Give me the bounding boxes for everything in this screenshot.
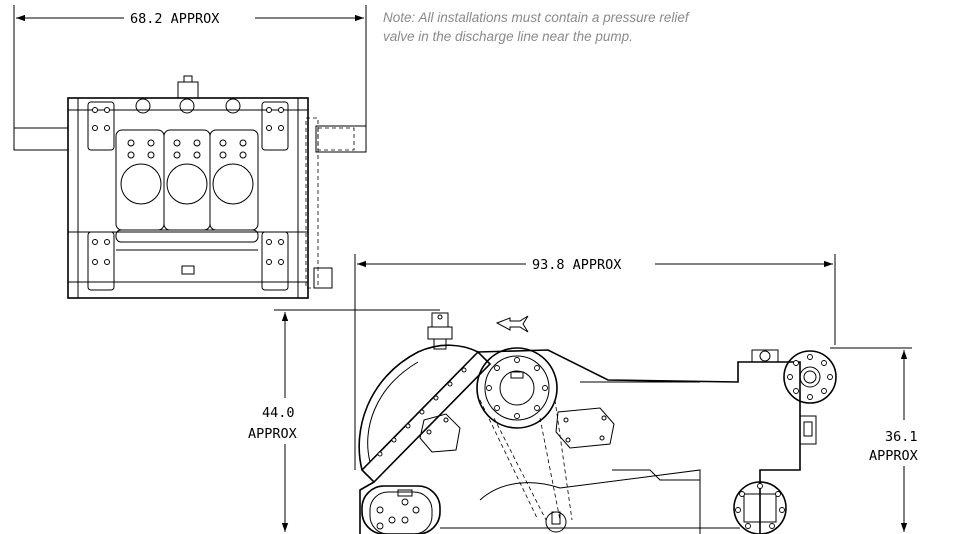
note-line-1: Note: All installations must contain a p… [383, 10, 689, 25]
pump-top-view [13, 75, 367, 299]
dimension-top-width: 68.2 APPROX [13, 5, 367, 130]
dimension-side-length: 93.8 APPROX [354, 254, 836, 470]
rotation-arrow-icon [495, 315, 529, 333]
dimension-height-right: 36.1 APPROX [830, 347, 918, 532]
dimension-height-right-value: 36.1 [885, 429, 918, 445]
note-line-2: valve in the discharge line near the pum… [383, 29, 633, 44]
dimension-height-left-unit: APPROX [248, 426, 297, 442]
dimension-height-left-value: 44.0 [262, 405, 295, 421]
dimension-height-left: 44.0 APPROX [248, 309, 440, 532]
dimension-height-right-unit: APPROX [869, 448, 918, 464]
installation-note: Note: All installations must contain a p… [383, 8, 803, 46]
dimension-top-width-label: 68.2 APPROX [130, 11, 219, 27]
dimension-side-length-label: 93.8 APPROX [532, 257, 621, 273]
pump-side-view [358, 312, 837, 534]
